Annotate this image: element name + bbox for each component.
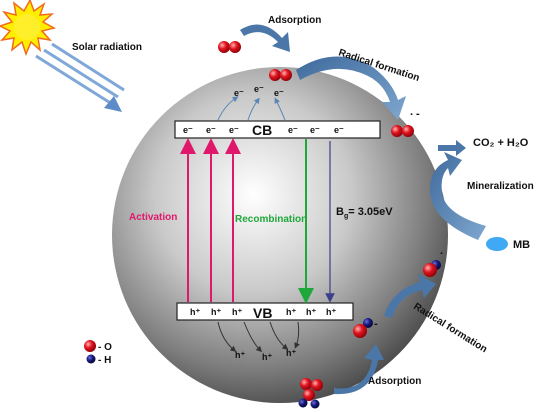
activation-arrows — [180, 138, 241, 302]
vb-hole-5: h⁺ — [306, 307, 316, 317]
conduction-band — [174, 120, 381, 139]
vb-holes: h⁺ h⁺ h⁺ h⁺ h⁺ h⁺ — [190, 307, 336, 317]
legend: - O - H — [84, 340, 112, 366]
mineralization-label: Mineralization — [467, 181, 534, 192]
superoxide-minus: - — [416, 108, 420, 120]
valence-band — [176, 302, 354, 321]
sun-icon — [0, 0, 57, 57]
cb-electron-1: e⁻ — [183, 125, 193, 135]
activation-label: Activation — [129, 212, 177, 223]
products-label: CO₂ + H₂O — [473, 137, 529, 149]
solar-radiation-label: Solar radiation — [72, 42, 142, 53]
products-arrow — [438, 140, 466, 156]
adsorption-arrow-bottom — [334, 344, 384, 395]
hydroxide-minus: - — [374, 318, 378, 330]
cb-electrons: e⁻ e⁻ e⁻ e⁻ e⁻ e⁻ — [183, 125, 344, 135]
oxygen-molecule-icon — [269, 69, 292, 81]
ejected-electron-1: e⁻ — [234, 88, 244, 98]
adsorption-arrow-top — [240, 24, 290, 52]
vb-label: VB — [253, 305, 272, 321]
migrating-holes: h⁺ h⁺ h⁺ — [217, 321, 300, 362]
hydroxyl-icon — [353, 318, 373, 338]
adsorption-label-top: Adsorption — [268, 15, 321, 26]
vb-hole-6: h⁺ — [326, 307, 336, 317]
vb-hole-4: h⁺ — [286, 307, 296, 317]
mineralization-arrow — [430, 152, 486, 240]
ejected-electrons: e⁻ e⁻ e⁻ — [217, 84, 286, 121]
hydroxyl-icon — [423, 260, 441, 277]
cb-electron-5: e⁻ — [310, 125, 320, 135]
recombination-label: Recombination — [235, 214, 307, 225]
superoxide-radical-icon — [391, 125, 414, 137]
cb-electron-3: e⁻ — [229, 125, 239, 135]
solar-radiation-arrows — [35, 42, 125, 112]
legend-hydrogen-icon — [86, 354, 96, 364]
legend-oxygen-icon — [84, 340, 96, 352]
vb-hole-1: h⁺ — [190, 307, 200, 317]
cb-electron-6: e⁻ — [334, 125, 344, 135]
superoxide-charge: · — [410, 109, 414, 121]
oxygen-molecule-icon — [218, 41, 241, 53]
cb-label: CB — [252, 122, 272, 138]
adsorption-label-bottom: Adsorption — [368, 376, 421, 387]
vb-hole-2: h⁺ — [211, 307, 221, 317]
legend-oxygen-label: - O — [98, 342, 112, 353]
water-molecule-icon — [298, 378, 323, 409]
cb-electron-4: e⁻ — [288, 125, 298, 135]
mb-molecule-icon — [486, 237, 508, 251]
migrating-hole-3: h⁺ — [286, 348, 296, 358]
migrating-hole-1: h⁺ — [235, 350, 245, 360]
cb-electron-2: e⁻ — [206, 125, 216, 135]
mb-label: MB — [513, 239, 530, 251]
migrating-hole-2: h⁺ — [262, 352, 272, 362]
legend-hydrogen-label: - H — [98, 355, 111, 366]
ejected-electron-2: e⁻ — [254, 84, 264, 94]
radical-formation-arrow-bottom — [384, 274, 436, 318]
bandgap-label: Bg= 3.05eV — [336, 206, 393, 220]
radical-formation-label-bottom: Radical formation — [411, 301, 488, 355]
vb-hole-3: h⁺ — [232, 307, 242, 317]
hydroxyl-radical-dot: · — [440, 248, 444, 260]
radical-formation-arrow-top — [296, 56, 406, 120]
ejected-electron-3: e⁻ — [274, 88, 284, 98]
